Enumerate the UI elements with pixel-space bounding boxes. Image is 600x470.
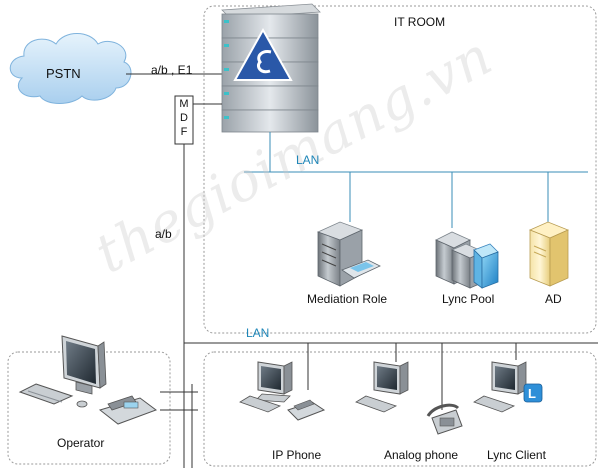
pstn-label: PSTN <box>46 66 81 81</box>
lync-pool-servers-icon <box>435 231 499 289</box>
lync-app-icon <box>523 383 543 403</box>
trunk-label: a/b , E1 <box>151 63 193 77</box>
pbx-server <box>221 3 321 133</box>
mediation-label: Mediation Role <box>307 292 388 306</box>
analog-phone-workstation-icon <box>355 361 409 413</box>
mdf-letter-m: M <box>179 98 189 110</box>
ad-label: AD <box>545 292 562 306</box>
lync-client-label: Lync Client <box>487 448 546 462</box>
operator-workstation-icon <box>18 335 158 425</box>
lync-pool-label: Lync Pool <box>442 292 495 306</box>
analog-phone-label: Analog phone <box>384 448 459 462</box>
it-room-zone <box>203 5 597 334</box>
client-zone <box>203 351 597 467</box>
mdf-label: M D F <box>179 97 189 139</box>
operator-label: Operator <box>57 436 105 450</box>
svg-text:L: L <box>528 386 536 401</box>
ip-phone-label: IP Phone <box>272 448 322 462</box>
operator-zone <box>7 351 171 465</box>
it-room-title: IT ROOM <box>394 15 446 29</box>
analog-link-label: a/b <box>155 227 172 241</box>
mdf-letter-d: D <box>180 112 188 124</box>
lan-top-label: LAN <box>296 153 320 167</box>
mediation-server-icon <box>316 221 381 287</box>
analog-phone-icon <box>426 403 463 435</box>
lync-client-workstation-icon: L <box>473 361 543 413</box>
mdf-letter-f: F <box>180 126 188 138</box>
ip-phone-workstation-icon <box>239 361 326 421</box>
pstn-cloud <box>9 33 132 104</box>
ad-server-icon <box>528 221 570 287</box>
lan-bottom-label: LAN <box>246 326 270 340</box>
pbx-logo-icon <box>233 27 293 81</box>
